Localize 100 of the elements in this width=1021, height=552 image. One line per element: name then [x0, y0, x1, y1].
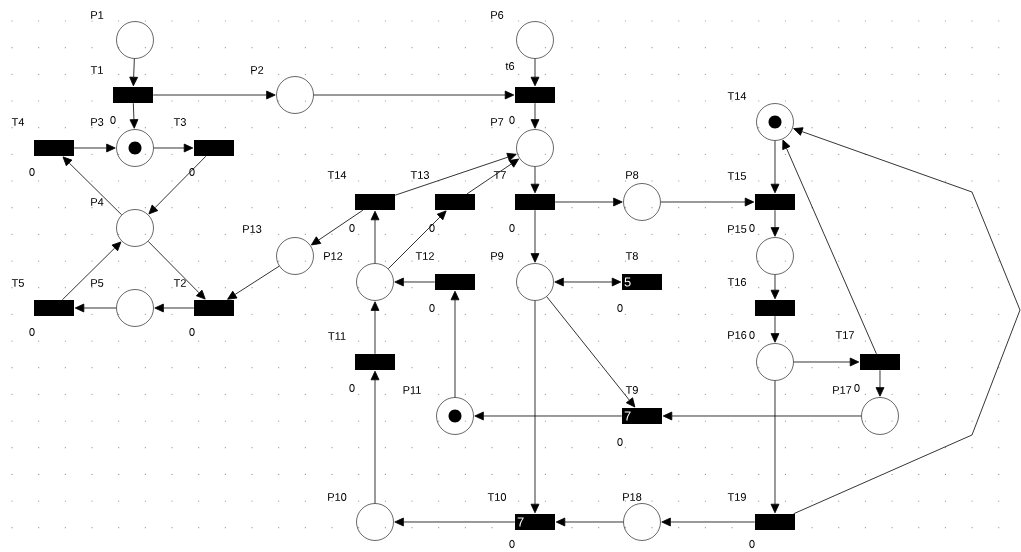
node-label: P10 [328, 493, 347, 501]
delay-label: 0 [617, 304, 623, 312]
arc-arrow [530, 166, 540, 194]
arc-arrow [311, 209, 364, 246]
node-label: T12 [415, 252, 434, 260]
arc-arrow [73, 143, 116, 153]
arc-arrow [770, 380, 780, 514]
arc-arrow [530, 209, 540, 263]
arc-arrow [152, 90, 276, 100]
arc-arrow [793, 127, 1021, 515]
delay-label: 0 [509, 116, 515, 124]
node-label: T19 [727, 493, 746, 501]
transition-number: 5 [624, 277, 631, 287]
arc-arrow [153, 143, 194, 153]
arc-arrow [662, 411, 862, 421]
node-label: T2 [173, 279, 186, 287]
arc-arrow [313, 90, 515, 100]
delay-label: 0 [509, 224, 515, 232]
node-label: T9 [625, 386, 638, 394]
delay-label: 0 [349, 384, 355, 392]
arc-arrow [129, 58, 139, 87]
arc-arrow [782, 139, 877, 355]
node-label: t6 [505, 62, 515, 70]
node-label: P16 [728, 331, 747, 339]
delay-label: 0 [749, 540, 755, 548]
arc-arrow [394, 152, 517, 196]
node-label: T10 [487, 493, 507, 501]
arc-arrow [61, 241, 122, 301]
arc-arrow [394, 517, 516, 527]
arc-arrow [530, 58, 540, 87]
arc-arrow [370, 370, 380, 504]
delay-label: 0 [429, 304, 435, 312]
arc-arrow [147, 240, 206, 300]
node-label: P6 [491, 11, 504, 19]
arc-arrow [554, 197, 623, 207]
arc-arrow [555, 517, 624, 527]
arc-arrow [148, 155, 207, 215]
node-label: P3 [91, 118, 104, 126]
arc-arrow [875, 369, 885, 397]
node-label: T17 [835, 331, 854, 339]
node-label: T5 [11, 279, 24, 287]
delay-label: 0 [749, 224, 755, 232]
node-label: T14 [327, 171, 347, 179]
arc-arrow [62, 156, 123, 216]
node-label: T7 [493, 171, 506, 179]
delay-label: 0 [509, 540, 515, 548]
node-label: P13 [243, 225, 262, 233]
node-label: P11 [403, 386, 421, 394]
arc-arrow [546, 296, 636, 408]
arc-arrow [466, 158, 519, 195]
arc-arrow [661, 517, 756, 527]
delay-label: 0 [29, 328, 35, 336]
node-label: P5 [91, 279, 104, 287]
arc-arrow [394, 277, 436, 287]
delay-label: 0 [429, 224, 435, 232]
arc-arrow [474, 411, 623, 421]
arc-arrow [450, 290, 460, 398]
arc-arrow [530, 300, 540, 514]
node-label: P1 [91, 11, 104, 19]
arc-arrow [227, 265, 280, 300]
node-label: T16 [727, 278, 746, 286]
delay-label: 0 [189, 168, 195, 176]
node-label: T13 [410, 171, 429, 179]
node-label: T11 [328, 332, 346, 340]
arc-arrow [530, 102, 540, 129]
node-label: T14 [727, 92, 747, 100]
delay-label: 0 [189, 328, 195, 336]
transition-number: 7 [624, 411, 631, 421]
node-label: P9 [491, 252, 504, 260]
arc-arrow [554, 277, 622, 287]
arc-arrow [770, 274, 780, 300]
node-label: P12 [324, 252, 343, 260]
node-label: T1 [90, 66, 103, 74]
node-label: P17 [833, 386, 852, 394]
arc-arrow [154, 303, 195, 313]
node-label: P2 [251, 66, 264, 74]
arc-arrow [387, 210, 447, 270]
node-label: T8 [625, 252, 638, 260]
arc-arrow [770, 209, 780, 237]
node-label: T4 [11, 118, 25, 126]
delay-label: 0 [749, 331, 755, 339]
delay-label: 0 [854, 384, 860, 392]
node-label: T3 [173, 118, 186, 126]
transition-number: 7 [517, 517, 524, 527]
arc-arrow [793, 357, 860, 367]
node-label: P7 [491, 118, 504, 126]
node-label: T15 [727, 172, 746, 180]
delay-label: 0 [349, 224, 355, 232]
arc-arrow [660, 197, 755, 207]
arc-arrow [370, 210, 380, 264]
node-label: P18 [623, 493, 642, 501]
arc-arrow [370, 301, 380, 355]
delay-label: 0 [110, 116, 116, 124]
node-label: P4 [91, 198, 104, 206]
delay-label: 0 [29, 168, 35, 176]
node-label: P8 [626, 171, 639, 179]
arc-arrow [770, 140, 780, 194]
arc-arrow [74, 303, 117, 313]
arc-arrow [770, 315, 780, 343]
arc-arrow [129, 102, 139, 129]
